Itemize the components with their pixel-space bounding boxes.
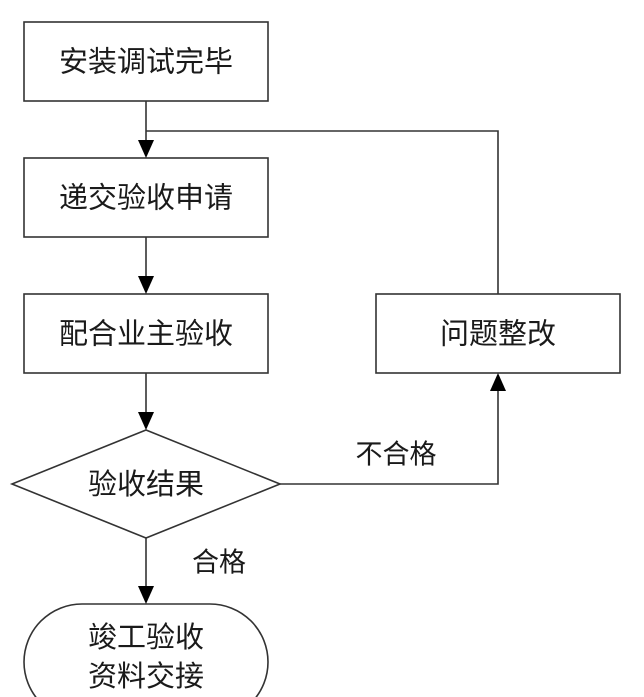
node-submit-request-label: 递交验收申请 <box>59 181 233 215</box>
terminal-handover-line1: 竣工验收 <box>88 620 204 654</box>
node-owner-acceptance: 配合业主验收 <box>23 293 269 374</box>
edge-owner-to-result <box>138 373 154 430</box>
edge-install-to-submit <box>138 101 154 158</box>
edge-pass-label: 合格 <box>192 548 246 579</box>
node-install-done-label: 安装调试完毕 <box>59 45 233 79</box>
arrow-down-icon <box>138 586 154 604</box>
arrow-up-icon <box>490 373 506 391</box>
edge-result-pass: 合格 <box>138 538 246 604</box>
node-rectify: 问题整改 <box>375 293 621 374</box>
arrow-down-icon <box>138 276 154 294</box>
edge-fail-label: 不合格 <box>356 440 437 471</box>
arrow-down-icon <box>138 412 154 430</box>
decision-result-label: 验收结果 <box>88 467 204 501</box>
node-owner-acceptance-label: 配合业主验收 <box>59 317 233 351</box>
node-submit-request: 递交验收申请 <box>23 157 269 238</box>
arrow-down-icon <box>138 140 154 158</box>
edge-submit-to-owner <box>138 237 154 294</box>
terminal-handover-line2: 资料交接 <box>88 659 204 693</box>
terminal-handover: 竣工验收 资料交接 <box>23 603 269 697</box>
decision-result: 验收结果 <box>9 429 283 539</box>
edge-rectify-loopback <box>146 130 499 294</box>
node-install-done: 安装调试完毕 <box>23 21 269 102</box>
node-rectify-label: 问题整改 <box>440 317 556 351</box>
edge-result-fail: 不合格 <box>280 373 506 485</box>
